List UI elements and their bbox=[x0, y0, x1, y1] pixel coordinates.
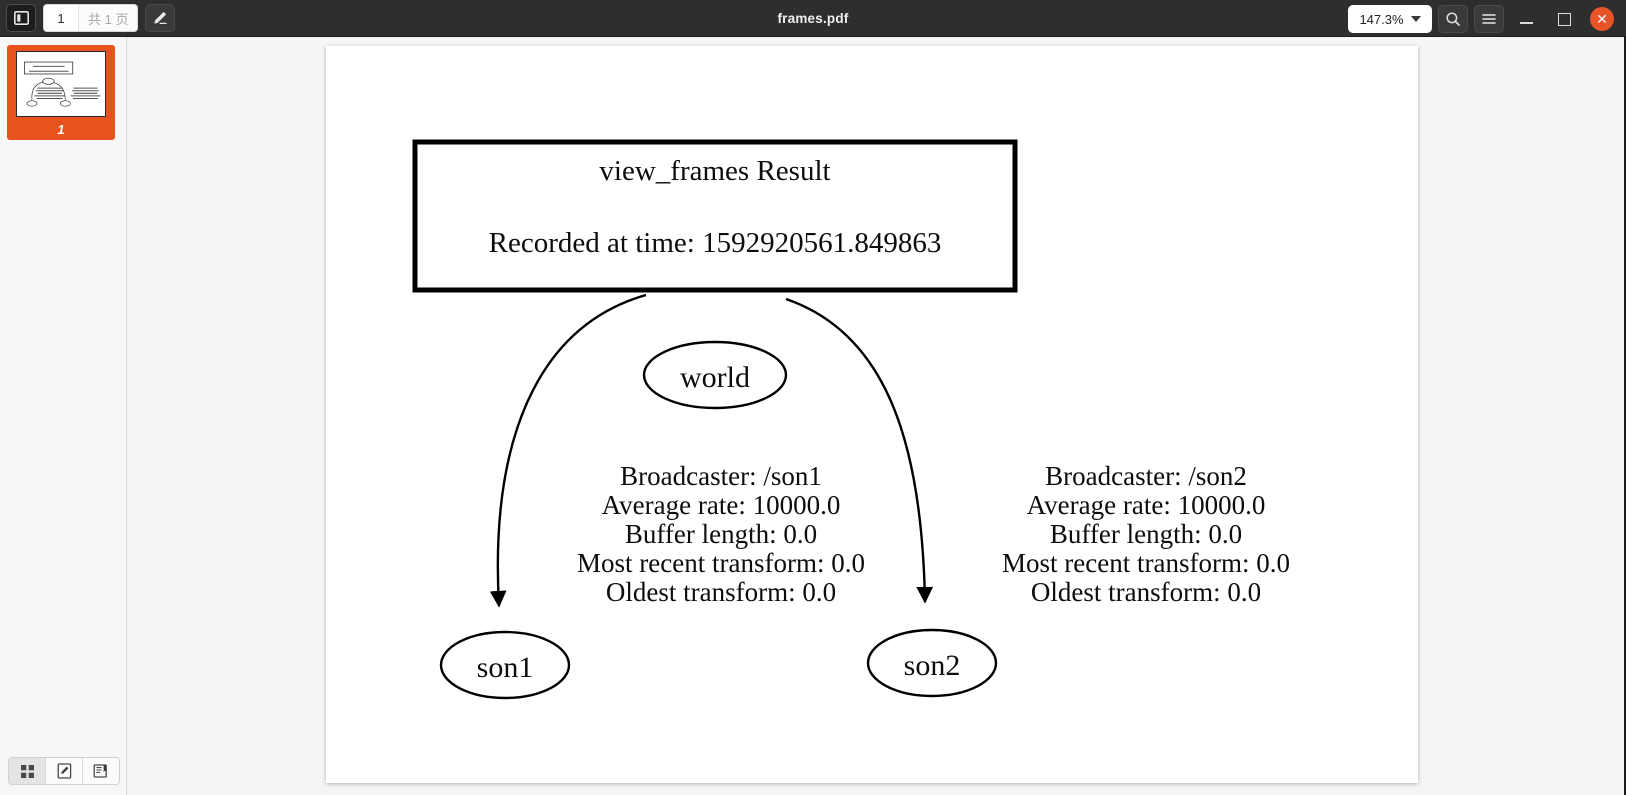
page-number-input[interactable]: 1 bbox=[44, 5, 79, 31]
edge-son2-line-5: Oldest transform: 0.0 bbox=[1031, 577, 1261, 607]
node-world-label: world bbox=[680, 361, 750, 394]
close-button[interactable]: ✕ bbox=[1586, 4, 1618, 34]
edge-son1-line-1: Broadcaster: /son1 bbox=[620, 461, 822, 491]
edge-son1-line-3: Buffer length: 0.0 bbox=[625, 519, 817, 549]
search-button[interactable] bbox=[1438, 5, 1468, 33]
pencil-icon bbox=[57, 763, 71, 779]
maximize-button[interactable] bbox=[1548, 4, 1580, 34]
close-icon: ✕ bbox=[1590, 7, 1614, 31]
zoom-level-dropdown[interactable]: 147.3% bbox=[1348, 5, 1432, 33]
minimize-button[interactable] bbox=[1510, 4, 1542, 34]
frames-graph: view_frames Result Recorded at time: 159… bbox=[412, 139, 1290, 700]
pencil-icon bbox=[154, 11, 168, 25]
maximize-icon bbox=[1557, 12, 1571, 26]
sidebar-toggle-button[interactable] bbox=[6, 4, 36, 32]
menu-button[interactable] bbox=[1474, 5, 1504, 33]
search-icon bbox=[1446, 12, 1460, 26]
titlebar-left-controls: 1 共 1 页 bbox=[6, 4, 176, 32]
edge-son2-line-1: Broadcaster: /son2 bbox=[1045, 461, 1247, 491]
header-box bbox=[412, 139, 1018, 293]
edge-son1-line-2: Average rate: 10000.0 bbox=[602, 490, 841, 520]
thumbnail-page-1[interactable]: 1 bbox=[7, 45, 115, 140]
document-viewer[interactable]: view_frames Result Recorded at time: 159… bbox=[127, 37, 1624, 795]
thumbnail-sidebar: 1 bbox=[0, 37, 127, 795]
edge-world-son2 bbox=[785, 297, 934, 604]
edge-world-son1 bbox=[489, 293, 647, 608]
thumbnail-preview bbox=[16, 51, 106, 117]
page-number-field[interactable]: 1 共 1 页 bbox=[43, 4, 139, 32]
node-son1-label: son1 bbox=[477, 651, 534, 684]
edge-son1-line-5: Oldest transform: 0.0 bbox=[606, 577, 836, 607]
window-right-edge bbox=[1624, 37, 1626, 795]
bookmarks-tab[interactable] bbox=[83, 758, 119, 784]
grid-icon bbox=[20, 764, 34, 778]
pdf-page-1: view_frames Result Recorded at time: 159… bbox=[326, 46, 1418, 783]
page-total-label: 共 1 页 bbox=[79, 5, 138, 31]
node-son2 bbox=[866, 628, 998, 698]
edge-son1-line-4: Most recent transform: 0.0 bbox=[577, 548, 865, 578]
annotations-tab[interactable] bbox=[46, 758, 83, 784]
header-subtitle: Recorded at time: 1592920561.849863 bbox=[489, 227, 942, 259]
node-world bbox=[642, 340, 788, 410]
sidebar-mode-tabs bbox=[8, 757, 120, 785]
edge-son2-line-4: Most recent transform: 0.0 bbox=[1002, 548, 1290, 578]
edge-son2-line-2: Average rate: 10000.0 bbox=[1027, 490, 1266, 520]
node-son2-label: son2 bbox=[904, 649, 961, 682]
zoom-level-value: 147.3% bbox=[1359, 11, 1404, 27]
minimize-icon bbox=[1519, 22, 1533, 24]
sidebar-panel-icon bbox=[13, 11, 29, 25]
annotate-button[interactable] bbox=[145, 4, 176, 32]
thumbnail-mini-graph bbox=[17, 54, 105, 114]
edge-label-son2: Broadcaster: /son2 Average rate: 10000.0… bbox=[1002, 461, 1290, 607]
edge-son2-line-3: Buffer length: 0.0 bbox=[1050, 519, 1242, 549]
header-title: view_frames Result bbox=[599, 155, 830, 187]
node-son1 bbox=[439, 630, 571, 700]
title-bar: 1 共 1 页 frames.pdf 147.3% bbox=[0, 0, 1626, 37]
hamburger-menu-icon bbox=[1482, 14, 1496, 24]
thumbnails-tab[interactable] bbox=[9, 758, 46, 784]
bookmark-icon bbox=[93, 764, 107, 778]
chevron-down-icon bbox=[1410, 16, 1421, 22]
edge-label-son1: Broadcaster: /son1 Average rate: 10000.0… bbox=[577, 461, 865, 607]
thumbnail-page-number: 1 bbox=[57, 122, 65, 137]
titlebar-right-controls: 147.3% ✕ bbox=[1348, 4, 1618, 34]
